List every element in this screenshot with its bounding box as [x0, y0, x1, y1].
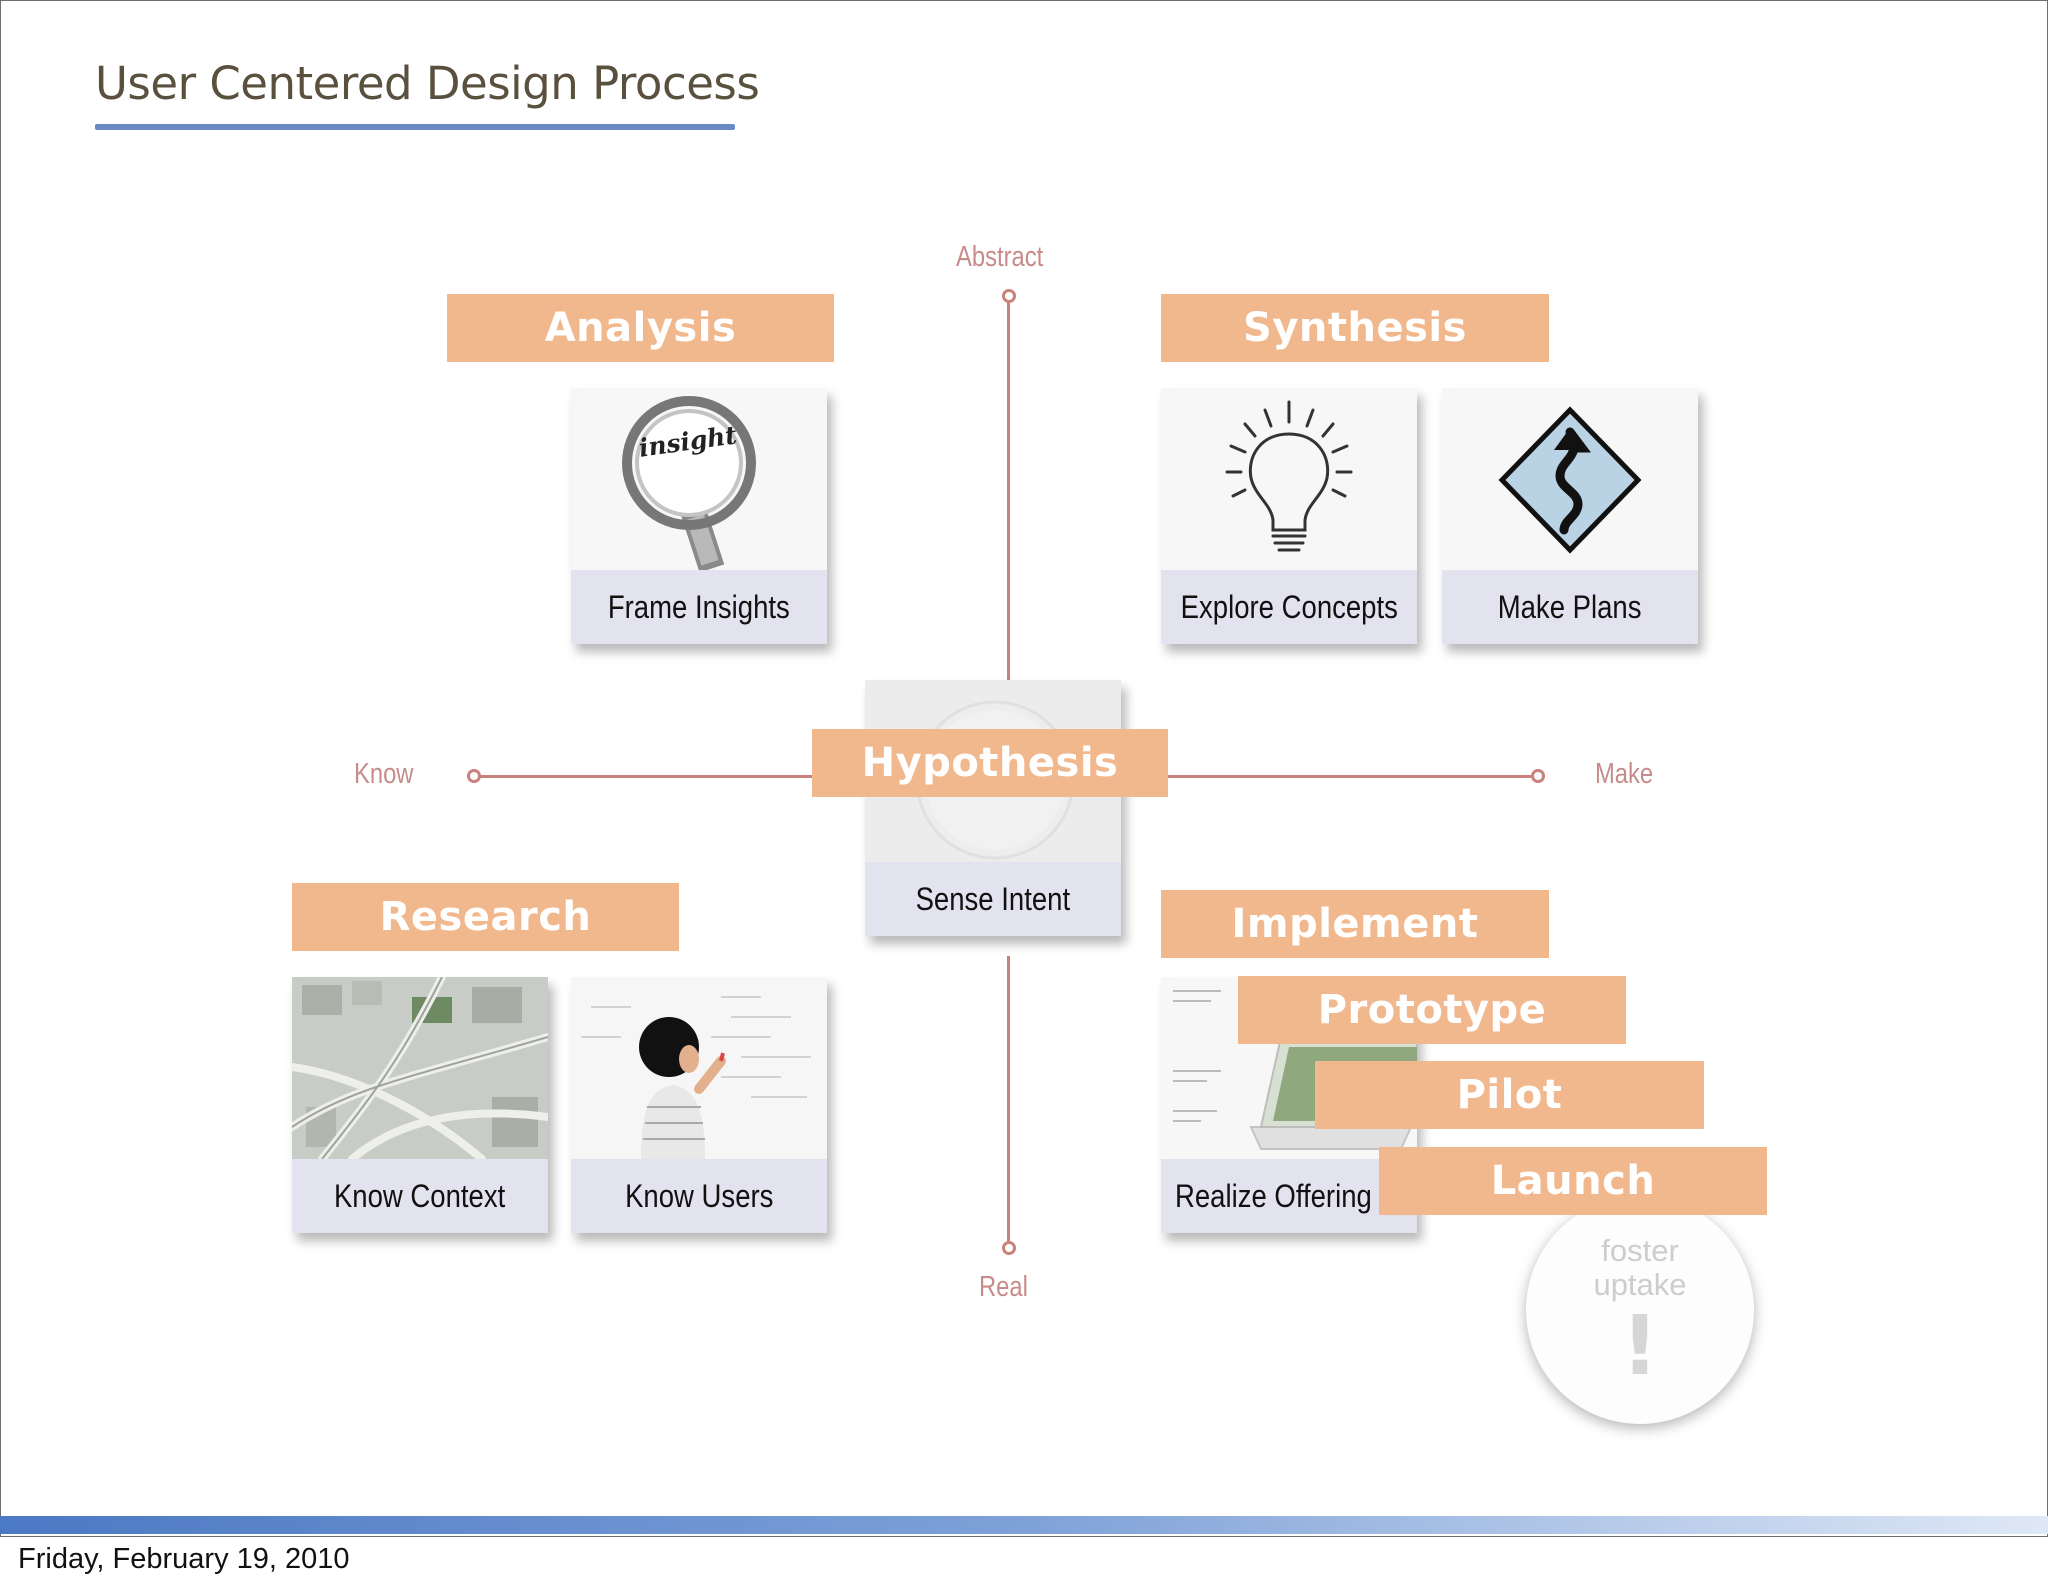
explore-concepts-label: Explore Concepts — [1180, 588, 1398, 625]
know-context-caption: Know Context — [292, 1159, 548, 1233]
analysis-banner: Analysis — [447, 294, 834, 362]
know-context-label: Know Context — [334, 1177, 506, 1214]
hypothesis-banner: Hypothesis — [812, 729, 1168, 797]
implement-banner: Implement — [1161, 890, 1549, 958]
make-plans-label: Make Plans — [1498, 588, 1642, 625]
prototype-banner: Prototype — [1238, 976, 1626, 1044]
magnifier-icon: insight — [622, 396, 756, 570]
explore-concepts-card: Explore Concepts — [1161, 388, 1417, 644]
axis-end-right — [1531, 769, 1545, 783]
axis-end-bottom — [1002, 1241, 1016, 1255]
highway-interchange-icon — [292, 977, 548, 1159]
axis-label-make: Make — [1595, 758, 1654, 790]
foster-line-1: foster — [1601, 1233, 1679, 1268]
axis-end-left — [467, 769, 481, 783]
axis-label-abstract: Abstract — [956, 241, 1044, 273]
lightbulb-art — [1161, 388, 1417, 570]
frame-insights-label: Frame Insights — [608, 588, 790, 625]
child-at-whiteboard-icon — [581, 996, 811, 1159]
pilot-banner: Pilot — [1315, 1061, 1704, 1129]
magnifier-art: insight — [571, 388, 827, 570]
winding-road-icon — [1498, 406, 1642, 554]
foster-line-2: uptake — [1593, 1267, 1687, 1302]
slide-title: User Centered Design Process — [95, 57, 760, 110]
launch-banner: Launch — [1379, 1147, 1767, 1215]
make-plans-caption: Make Plans — [1442, 570, 1698, 644]
slide: User Centered Design Process Abstract Re… — [0, 0, 2048, 1537]
axis-label-know: Know — [354, 758, 414, 790]
sense-intent-label: Sense Intent — [915, 880, 1071, 917]
lightbulb-icon — [1225, 400, 1353, 552]
city-aerial-art — [292, 977, 548, 1159]
frame-insights-card: insight Frame Insights — [571, 388, 827, 644]
horizontal-axis-right — [1166, 775, 1536, 778]
child-whiteboard-art — [571, 977, 827, 1159]
frame-insights-caption: Frame Insights — [571, 570, 827, 644]
know-users-card: Know Users — [571, 977, 827, 1233]
foster-uptake-text: foster uptake — [1526, 1234, 1754, 1302]
know-context-card: Know Context — [292, 977, 548, 1233]
title-underline — [95, 124, 735, 130]
make-plans-card: Make Plans — [1442, 388, 1698, 644]
foster-uptake-circle: foster uptake ! — [1526, 1196, 1754, 1424]
exclamation-icon: ! — [1621, 1299, 1659, 1394]
axis-end-top — [1002, 289, 1016, 303]
sense-intent-caption: Sense Intent — [865, 862, 1121, 936]
know-users-label: Know Users — [624, 1177, 774, 1214]
sense-intent-card: Sense Intent — [865, 680, 1121, 936]
realize-offering-caption: Realize Offering — [1161, 1159, 1417, 1233]
horizontal-axis-left — [479, 775, 814, 778]
footer-date: Friday, February 19, 2010 — [18, 1543, 350, 1575]
footer-gradient-bar — [0, 1516, 2048, 1534]
vertical-axis-upper — [1007, 301, 1010, 681]
explore-concepts-caption: Explore Concepts — [1161, 570, 1417, 644]
research-banner: Research — [292, 883, 679, 951]
know-users-caption: Know Users — [571, 1159, 827, 1233]
winding-road-sign-art — [1442, 388, 1698, 570]
realize-offering-label: Realize Offering — [1175, 1177, 1372, 1214]
axis-label-real: Real — [979, 1271, 1028, 1303]
synthesis-banner: Synthesis — [1161, 294, 1549, 362]
vertical-axis-lower — [1007, 956, 1010, 1246]
